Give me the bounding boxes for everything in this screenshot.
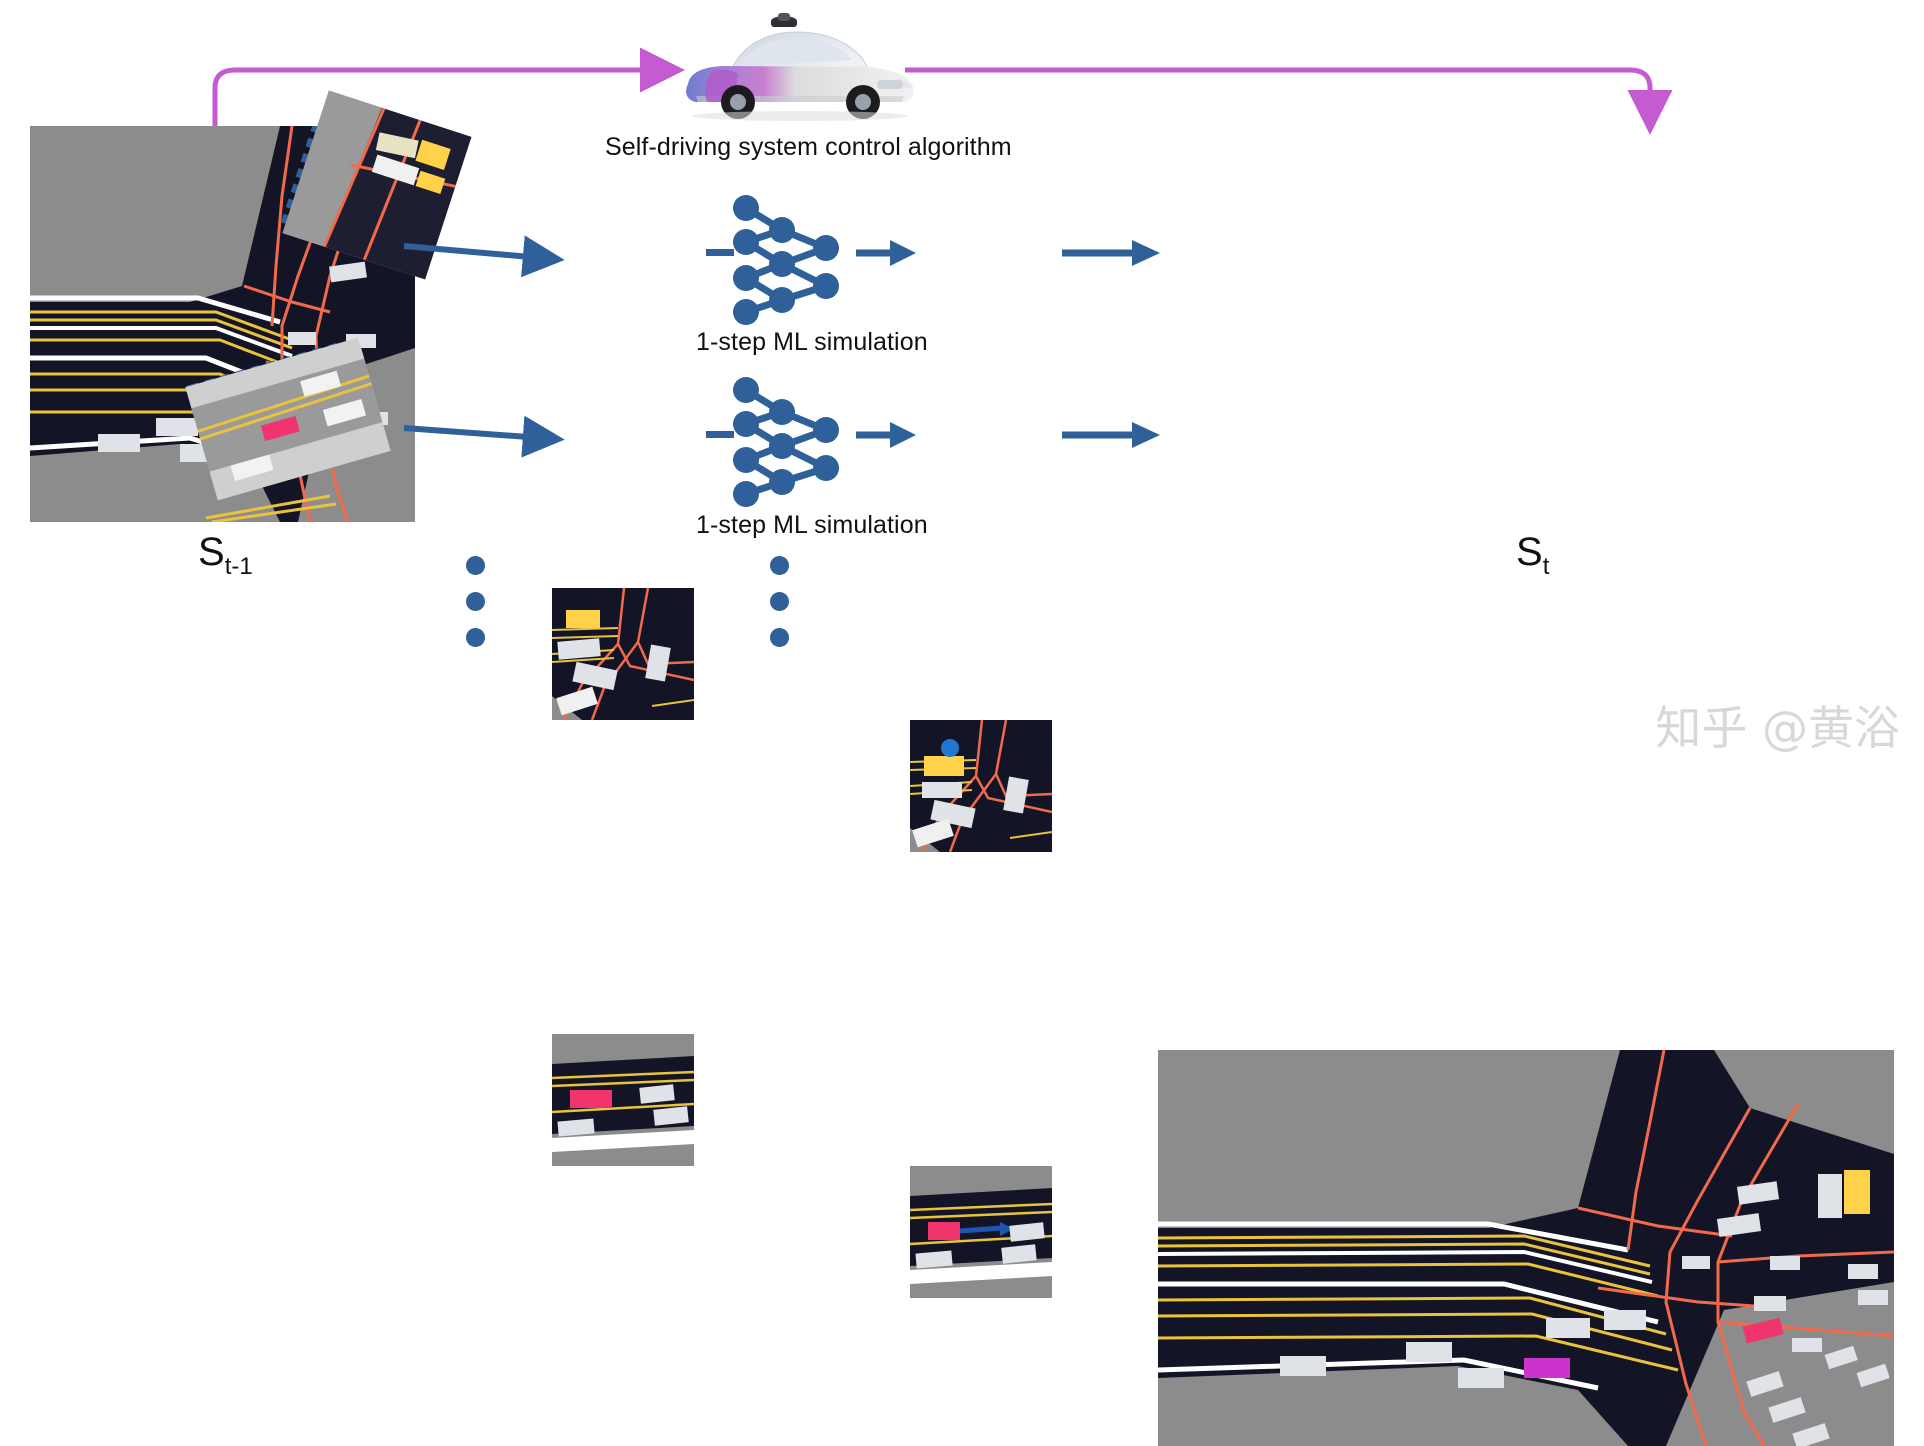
ellipsis-left xyxy=(466,556,485,647)
self-driving-car-illustration xyxy=(672,10,922,121)
crop-highlight-lower xyxy=(185,337,391,501)
row2-caption: 1-step ML simulation xyxy=(696,511,928,539)
ellipsis-dot xyxy=(466,556,485,575)
state-t-map xyxy=(1158,1050,1894,1446)
ellipsis-dot xyxy=(770,592,789,611)
ellipsis-dot xyxy=(466,628,485,647)
agent-magenta-right xyxy=(1524,1358,1570,1378)
watermark: 知乎 @黄浴 xyxy=(1655,701,1900,755)
state-next-subscript: t xyxy=(1542,553,1550,580)
arrow-model-to-output-row2 xyxy=(856,420,918,450)
crop-input-row2 xyxy=(552,1034,694,1166)
agent-yellow xyxy=(1844,1170,1870,1214)
ellipsis-middle xyxy=(770,556,789,647)
state-prev-symbol: S xyxy=(198,530,225,574)
crop-box-upper xyxy=(30,126,415,522)
connector-dash-row1 xyxy=(706,249,734,256)
arrow-output-to-state-row1 xyxy=(1062,238,1162,268)
neural-network-row1 xyxy=(730,190,852,328)
connector-dash-row2 xyxy=(706,431,734,438)
ellipsis-dot xyxy=(770,556,789,575)
ellipsis-dot xyxy=(466,592,485,611)
state-prev-subscript: t-1 xyxy=(224,553,253,580)
neural-network-row2 xyxy=(730,372,852,510)
crop-input-row1 xyxy=(552,588,694,720)
crop-output-row2 xyxy=(910,1166,1052,1298)
crop-output-row1 xyxy=(910,720,1052,852)
state-t-minus-1-label: St-1 xyxy=(198,530,253,581)
control-algorithm-caption: Self-driving system control algorithm xyxy=(605,133,1012,161)
state-next-symbol: S xyxy=(1516,530,1543,574)
ellipsis-dot xyxy=(770,628,789,647)
crop-highlight-upper xyxy=(282,90,472,280)
arrow-model-to-output-row1 xyxy=(856,238,918,268)
arrow-output-to-state-row2 xyxy=(1062,420,1162,450)
sdc-marker xyxy=(941,739,959,757)
row1-caption: 1-step ML simulation xyxy=(696,328,928,356)
agent-pink xyxy=(260,415,300,442)
state-t-label: St xyxy=(1516,530,1549,581)
